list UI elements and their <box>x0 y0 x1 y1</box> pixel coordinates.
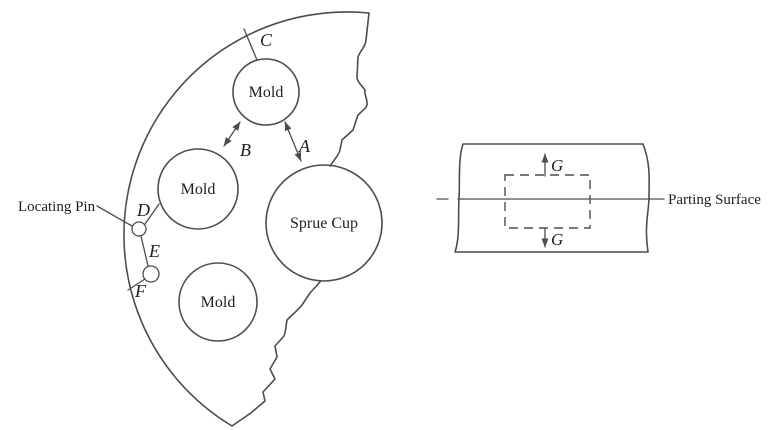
locating-pin-label: Locating Pin <box>18 199 96 215</box>
parting-surface-label: Parting Surface <box>668 192 761 208</box>
section-band-outline <box>454 143 651 253</box>
dim-label-c: C <box>260 30 273 50</box>
gap-label-bottom: G <box>551 230 563 249</box>
cavity-dashed-rect <box>504 174 591 229</box>
mold-circle-top <box>232 58 300 126</box>
locating-pin-circle-lower <box>142 265 160 283</box>
sprue-cup-circle <box>265 164 383 282</box>
locating-pin-leader-line <box>96 205 133 227</box>
mold-bottom-label: Mold <box>201 294 236 311</box>
mold-plate-view: Mold Mold Mold Sprue Cup Locating Pin C … <box>18 11 383 427</box>
mold-middle-label: Mold <box>181 181 216 198</box>
dim-line-d <box>144 203 160 225</box>
locating-pin-circle-upper <box>131 221 147 237</box>
dim-label-b: B <box>240 140 251 160</box>
parting-surface-view: G G Parting Surface <box>436 143 761 253</box>
dim-label-f: F <box>134 281 147 301</box>
sprue-cup-label: Sprue Cup <box>290 215 358 232</box>
dim-label-d: D <box>136 200 150 220</box>
gap-label-top: G <box>551 156 563 175</box>
mold-circle-bottom <box>178 262 258 342</box>
dim-arrow-a <box>284 121 302 162</box>
dim-label-a: A <box>298 136 311 156</box>
dim-line-c <box>243 28 258 61</box>
mold-top-label: Mold <box>249 84 284 101</box>
mold-circle-middle <box>157 148 239 230</box>
dim-label-e: E <box>148 241 160 261</box>
dim-line-e <box>140 235 149 267</box>
mold-plate-outline <box>123 11 370 427</box>
dim-line-f <box>127 278 146 291</box>
dim-arrow-b <box>223 121 241 147</box>
